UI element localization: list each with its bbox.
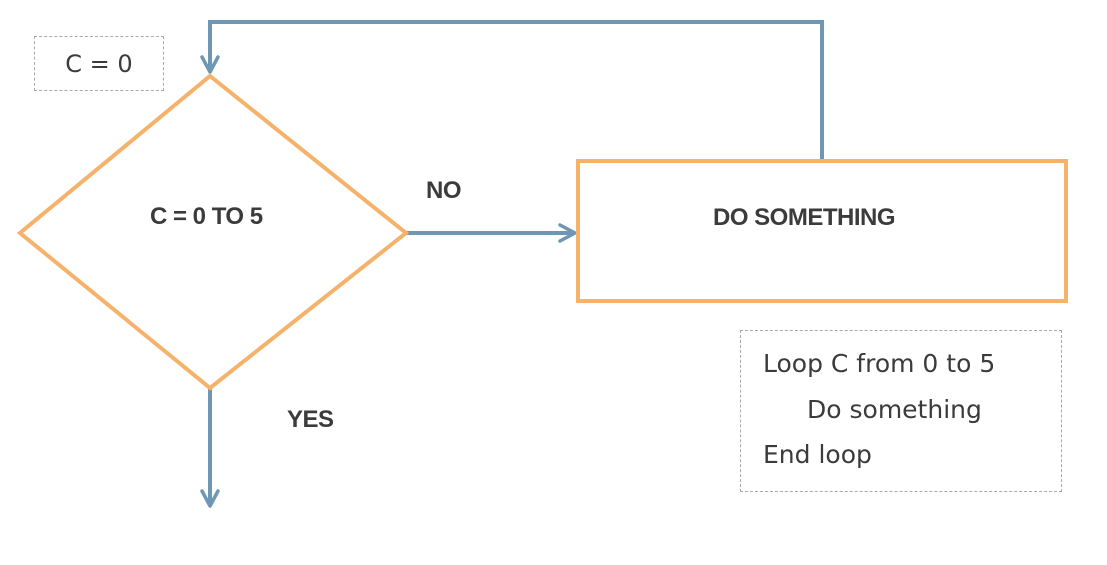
process-label: DO SOMETHING <box>713 204 896 231</box>
no-label: NO <box>426 177 462 204</box>
pseudocode-line-body: Do something <box>807 395 982 424</box>
decision-diamond <box>16 73 410 391</box>
init-value-box: C = 0 <box>34 36 164 91</box>
process-box <box>576 159 1068 303</box>
init-value-label: C = 0 <box>65 49 133 78</box>
pseudocode-line-end: End loop <box>763 440 872 469</box>
decision-label: C = 0 TO 5 <box>150 203 263 230</box>
loop-back-arrow <box>200 20 824 160</box>
pseudocode-box: Loop C from 0 to 5 Do something End loop <box>740 330 1062 492</box>
yes-label: YES <box>287 406 334 433</box>
pseudocode-line-loop: Loop C from 0 to 5 <box>763 349 996 378</box>
